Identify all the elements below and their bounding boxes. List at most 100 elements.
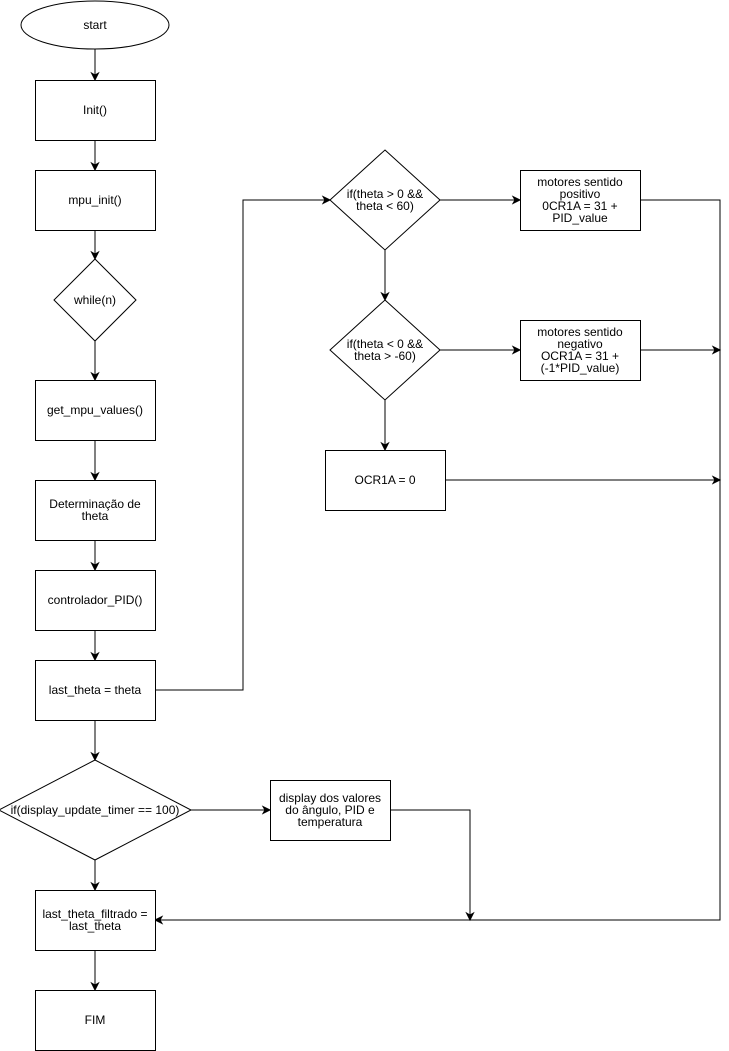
connector-arrow [90, 630, 100, 662]
arrow-head [90, 161, 100, 172]
node-get-mpu-values: get_mpu_values() [35, 380, 156, 441]
node-label-line: last_theta_filtrado = [42, 907, 147, 921]
arrow-head [465, 911, 475, 922]
node-shape [35, 80, 156, 141]
node-start: start [20, 0, 170, 50]
node-label-line: Init() [83, 103, 107, 117]
node-label-line: temperatura [298, 815, 363, 829]
node-label-line: theta > -60) [354, 349, 416, 363]
connector-arrow [440, 345, 522, 355]
connector-arrow [90, 540, 100, 572]
node-if-pos: if(theta > 0 &&theta < 60) [329, 149, 441, 251]
node-while-n: while(n) [53, 258, 137, 342]
node-label-line: while(n) [73, 293, 116, 307]
node-label-line: last_theta [69, 919, 121, 933]
node-init: Init() [35, 80, 156, 141]
arrow-head [511, 195, 522, 205]
connector-arrow [90, 341, 100, 382]
connector-arrow [155, 195, 332, 691]
node-controlador-pid: controlador_PID() [35, 570, 156, 631]
connector-arrow [640, 345, 722, 355]
node-if-neg: if(theta < 0 &&theta > -60) [329, 299, 441, 401]
connector-arrow [90, 140, 100, 172]
node-label-line: positivo [560, 187, 601, 201]
arrow-head [90, 71, 100, 82]
node-label-line: mpu_init() [68, 193, 121, 207]
connector-arrow [90, 720, 100, 762]
node-shape [35, 380, 156, 441]
node-if-display: if(display_update_timer == 100) [0, 759, 193, 861]
node-shape [329, 149, 441, 251]
node-shape [35, 480, 156, 541]
connector-arrow [153, 199, 721, 925]
connector-line [155, 199, 721, 921]
arrow-head [711, 475, 722, 485]
node-label-line: do ângulo, PID e [285, 803, 375, 817]
arrow-head [711, 345, 722, 355]
node-label-line: get_mpu_values() [47, 403, 143, 417]
arrow-head [261, 805, 272, 815]
connector-arrow [90, 860, 100, 892]
node-label-line: last_theta = theta [49, 683, 142, 697]
connector-arrow [90, 49, 100, 82]
node-label-line: if(theta < 0 && [347, 337, 423, 351]
arrow-head [380, 441, 390, 452]
node-shape [270, 780, 391, 841]
node-shape [325, 450, 446, 511]
node-last-theta-filtrado: last_theta_filtrado =last_theta [35, 890, 156, 951]
connector-arrow [90, 230, 100, 261]
node-shape [35, 890, 156, 951]
node-label-line: Determinação de [49, 497, 141, 511]
node-shape [20, 0, 170, 50]
node-label-line: if(display_update_timer == 100) [11, 803, 180, 817]
node-label-line: (-1*PID_value) [541, 361, 620, 375]
node-shape [35, 170, 156, 231]
arrow-head [90, 371, 100, 382]
node-ocr-zero: OCR1A = 0 [325, 450, 446, 511]
node-label-line: motores sentido [537, 325, 623, 339]
node-label-line: OCR1A = 0 [354, 473, 415, 487]
connector-arrow [380, 250, 390, 302]
arrow-head [90, 751, 100, 762]
arrow-head [90, 250, 100, 261]
arrow-head [90, 651, 100, 662]
node-label-line: theta [82, 509, 109, 523]
arrow-head [90, 561, 100, 572]
node-label-line: start [83, 18, 107, 32]
arrow-head [511, 345, 522, 355]
node-label-line: theta < 60) [356, 199, 414, 213]
arrow-head [90, 981, 100, 992]
arrow-head [153, 915, 164, 925]
connector-arrow [440, 195, 522, 205]
node-shape [53, 258, 137, 342]
node-label-line: controlador_PID() [48, 593, 143, 607]
arrow-head [90, 471, 100, 482]
node-label-line: PID_value [552, 211, 608, 225]
node-shape [0, 759, 193, 861]
node-label-line: motores sentido [537, 175, 623, 189]
node-shape [520, 170, 641, 231]
arrow-head [380, 291, 390, 302]
connector-arrow [380, 400, 390, 452]
node-label-line: 0CR1A = 31 + [542, 199, 617, 213]
node-label-line: FIM [85, 1013, 106, 1027]
connector-arrow [90, 950, 100, 992]
node-fim: FIM [35, 990, 156, 1051]
arrow-head [90, 881, 100, 892]
node-label-line: display dos valores [279, 791, 381, 805]
node-shape [329, 299, 441, 401]
connector-arrow [445, 475, 722, 485]
connector-line [390, 809, 471, 920]
node-label-line: if(theta > 0 && [347, 187, 423, 201]
connector-arrow [390, 809, 475, 922]
node-shape [520, 320, 641, 381]
arrow-head [321, 195, 332, 205]
node-label-line: negativo [557, 337, 603, 351]
connector-arrow [90, 440, 100, 482]
